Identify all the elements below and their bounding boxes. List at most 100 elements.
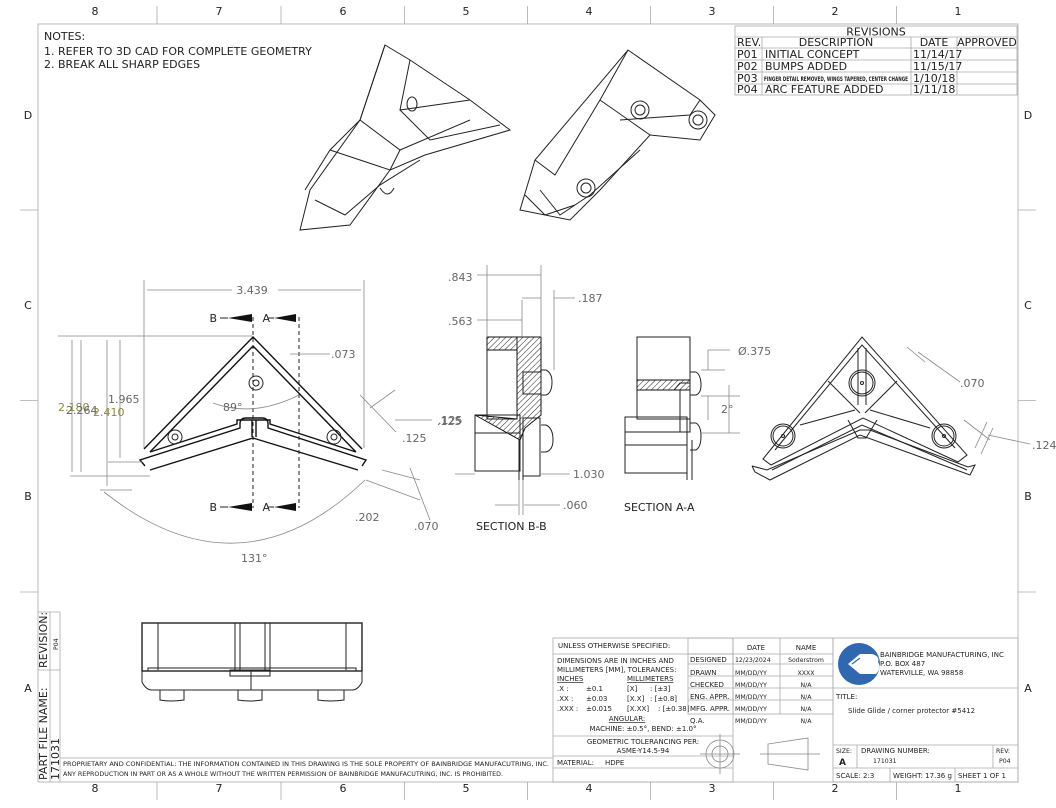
part-file-name-label: PART FILE NAME: — [37, 687, 50, 780]
approval-date: MM/DD/YY — [735, 670, 767, 677]
section-mark-a: A — [262, 501, 270, 514]
tol-mm-val: : [±0.8] — [650, 695, 677, 703]
note-item: 1. REFER TO 3D CAD FOR COMPLETE GEOMETRY — [44, 45, 312, 58]
dim-height-1: 2.180 — [58, 401, 90, 414]
rev-label: REV: — [996, 748, 1010, 755]
approval-name: XXXX — [798, 670, 816, 677]
tol-mm-val: : [±0.38] — [658, 705, 690, 713]
tol-in-key: .X : — [557, 685, 569, 693]
notes-heading: NOTES: — [44, 30, 85, 43]
approval-date: MM/DD/YY — [735, 682, 767, 689]
third-angle-projection-symbol — [700, 734, 820, 774]
section-arrows: B A B A — [209, 312, 296, 514]
disclaimer: PROPRIETARY AND CONFIDENTIAL: THE INFORM… — [60, 757, 553, 778]
drawing-title: Slide Glide / corner protector #5412 — [848, 707, 975, 715]
name-header: NAME — [796, 644, 817, 652]
geometric-standard: ASME-Y14.5-94 — [617, 747, 670, 755]
angular-heading: ANGULAR: — [609, 715, 645, 723]
date-header: DATE — [747, 644, 765, 652]
company-logo — [838, 643, 880, 685]
description-header: DESCRIPTION — [799, 36, 873, 49]
zone-row-label: D — [1024, 109, 1032, 122]
dim-d1: .843 — [448, 271, 473, 284]
revisions-title: REVISIONS — [846, 26, 905, 39]
zone-column-label: 8 — [92, 782, 99, 795]
approval-role: ENG. APPR. — [690, 693, 730, 701]
dim-angle-inner: 89° — [223, 401, 243, 414]
approval-date: MM/DD/YY — [735, 718, 767, 725]
revision-label: REVISION: — [37, 612, 50, 668]
approval-name: N/A — [801, 706, 813, 713]
zone-row-label: C — [1024, 299, 1032, 312]
revision-rev: P03 — [737, 72, 758, 85]
material-value: HDPE — [605, 759, 624, 767]
dimensions-line-1: DIMENSIONS ARE IN INCHES AND — [557, 657, 674, 665]
size-label: SIZE: — [836, 748, 852, 755]
dim-lip-1: .202 — [355, 511, 380, 524]
tol-in-val: ±0.03 — [586, 695, 607, 703]
approval-role: Q.A. — [690, 717, 705, 725]
zone-column-label: 4 — [586, 782, 593, 795]
zone-column-label: 3 — [709, 5, 716, 18]
weight: WEIGHT: 17.36 g — [893, 772, 952, 780]
tol-mm-key: [X.XX] — [627, 705, 649, 713]
tol-in-val: ±0.015 — [586, 705, 612, 713]
bottom-view — [751, 336, 1031, 481]
unless-specified: UNLESS OTHERWISE SPECIFIED: — [558, 642, 670, 650]
disclaimer-line: PROPRIETARY AND CONFIDENTIAL: THE INFORM… — [63, 761, 549, 768]
dim-rib: .070 — [960, 377, 985, 390]
approval-role: DRAWN — [690, 669, 717, 677]
dim-angle: 2° — [721, 403, 734, 416]
dim-diameter: Ø.375 — [738, 345, 771, 358]
approval-name: N/A — [801, 718, 813, 725]
zone-column-label: 1 — [955, 782, 962, 795]
date-header: DATE — [920, 36, 949, 49]
dim-lip-2: .070 — [414, 520, 439, 533]
revision-date: 1/11/18 — [913, 83, 955, 96]
zone-row-label: C — [24, 299, 32, 312]
tol-in-key: .XXX : — [557, 705, 578, 713]
zone-column-label: 8 — [92, 5, 99, 18]
zone-column-label: 6 — [340, 5, 347, 18]
section-b-b: .843 .563 .187 .125 1.030 .060 SECTION B… — [438, 265, 605, 533]
revision-date: 1/10/18 — [913, 72, 955, 85]
revision-description: ARC FEATURE ADDED — [765, 83, 884, 96]
side-strip: REVISION: P04 PART FILE NAME: 171031 — [37, 611, 62, 782]
zone-row-label: D — [24, 109, 32, 122]
revisions-table: REVISIONS REV. DESCRIPTION DATE APPROVED… — [734, 26, 1018, 96]
isometric-view-right — [519, 49, 716, 221]
company-name: BAINBRIDGE MANUFACTURING, INC — [880, 651, 1004, 659]
dim-height-4: 1.965 — [108, 393, 140, 406]
geometric-tolerancing: GEOMETRIC TOLERANCING PER: — [587, 738, 699, 746]
dim-height-3: 2.410 — [93, 406, 125, 419]
revision-description: BUMPS ADDED — [765, 60, 847, 73]
dim-d3: .187 — [578, 292, 603, 305]
approval-date: MM/DD/YY — [735, 694, 767, 701]
approved-header: APPROVED — [957, 36, 1017, 49]
zone-column-label: 5 — [463, 5, 470, 18]
title-label: TITLE: — [835, 693, 857, 701]
section-mark-b: B — [209, 312, 217, 325]
millimeters-heading: MILLIMETERS — [627, 675, 674, 683]
company-address-2: WATERVILLE, WA 98858 — [880, 669, 963, 677]
rev-header: REV. — [737, 36, 761, 49]
section-a-a-label: SECTION A-A — [624, 501, 695, 514]
dim-d5: 1.030 — [573, 468, 605, 481]
dim-thickness: .073 — [331, 348, 356, 361]
dimensions-line-2: MILLIMETERS [MM], TOLERANCES: — [557, 666, 676, 674]
section-b-b-label: SECTION B-B — [476, 520, 547, 533]
tol-mm-key: [X.X] — [627, 695, 645, 703]
revision-description: FINGER DETAIL REMOVED, WINGS TAPERED, CE… — [764, 76, 908, 83]
dim-wing-2: .125 — [402, 432, 427, 445]
tol-in-val: ±0.1 — [586, 685, 603, 693]
drawing-number: 171031 — [873, 758, 897, 765]
dim-d2: .563 — [448, 315, 473, 328]
zone-column-label: 7 — [216, 782, 223, 795]
dim-edge: .124 — [1032, 439, 1056, 452]
revision-description: INITIAL CONCEPT — [765, 48, 860, 61]
dim-height-2: 2.264 — [66, 404, 98, 417]
disclaimer-line: ANY REPRODUCTION IN PART OR AS A WHOLE W… — [63, 771, 503, 778]
front-view: B A B A 3.439 .073 89° 2.180 2.264 2.410… — [58, 280, 462, 565]
zone-column-label: 5 — [463, 782, 470, 795]
